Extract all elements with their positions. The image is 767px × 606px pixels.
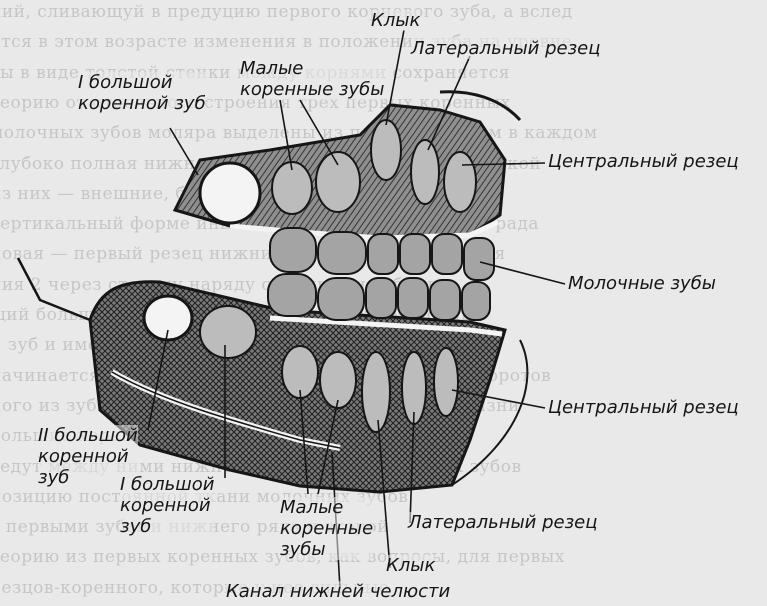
upper-premolar-2 xyxy=(316,152,360,212)
label-bottom-first-molar-line-3: зуб xyxy=(120,516,214,537)
lower-first-molar xyxy=(200,306,256,358)
label-top-first-molar: I большой коренной зуб xyxy=(78,72,206,114)
lower-central-incisor xyxy=(434,348,458,416)
upper-lateral-incisor xyxy=(411,140,439,204)
label-top-first-molar-line-1: I большой xyxy=(78,72,206,93)
label-milk-teeth: Молочные зубы xyxy=(568,273,716,294)
upper-central-incisor xyxy=(444,152,476,212)
label-top-lateral-incisor: Латеральный резец xyxy=(411,38,601,59)
milk-teeth-lower-row xyxy=(268,274,490,320)
label-bottom-first-molar-line-1: I большой xyxy=(120,474,214,495)
label-top-premolars-line-1: Малые xyxy=(240,58,384,79)
label-bottom-canine: Клык xyxy=(386,555,435,576)
label-bottom-central-incisor: Центральный резец xyxy=(548,397,739,418)
upper-first-molar xyxy=(200,163,260,223)
upper-canine xyxy=(371,120,401,180)
label-bottom-first-molar: I большой коренной зуб xyxy=(120,474,214,537)
label-bottom-premolars: Малые коренные зубы xyxy=(280,497,373,560)
label-bottom-lateral-incisor: Латеральный резец xyxy=(408,512,598,533)
label-mandibular-canal: Канал нижней челюсти xyxy=(226,581,450,602)
lower-canine xyxy=(362,352,390,432)
label-bottom-second-molar-line-2: коренной xyxy=(38,446,138,467)
label-bottom-premolars-line-2: коренные xyxy=(280,518,373,539)
label-bottom-premolars-line-1: Малые xyxy=(280,497,373,518)
ramus-outline xyxy=(18,258,90,320)
label-bottom-second-molar-line-1: II большой xyxy=(38,425,138,446)
label-top-canine: Клык xyxy=(371,10,420,31)
label-top-premolars: Малые коренные зубы xyxy=(240,58,384,100)
label-top-central-incisor: Центральный резец xyxy=(548,151,739,172)
label-bottom-first-molar-line-2: коренной xyxy=(120,495,214,516)
label-bottom-premolars-line-3: зубы xyxy=(280,539,373,560)
label-top-premolars-line-2: коренные зубы xyxy=(240,79,384,100)
label-top-first-molar-line-2: коренной зуб xyxy=(78,93,206,114)
lower-premolar-2 xyxy=(320,352,356,408)
